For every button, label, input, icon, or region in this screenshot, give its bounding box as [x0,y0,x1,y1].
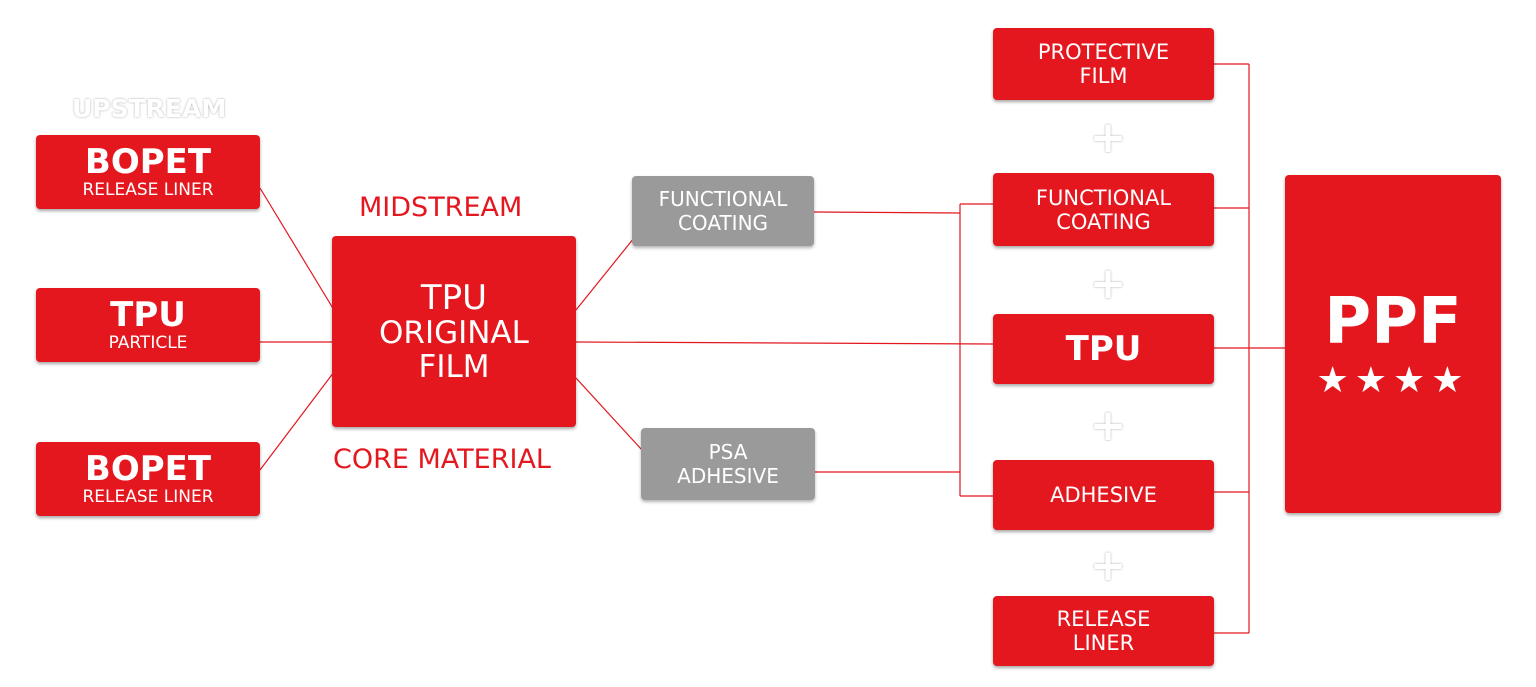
gray-coating-line-1: FUNCTIONAL [658,187,788,211]
psa-line-1: PSA [708,440,748,464]
plus-icon: + [1089,540,1127,591]
plus-icon: + [1089,112,1127,163]
tpu-particle-box: TPU PARTICLE [36,288,260,362]
core-material-caption: CORE MATERIAL [333,444,551,475]
ppf-product-box: PPF ★★★★ [1285,175,1501,513]
midstream-heading: MIDSTREAM [359,192,523,223]
bopet-bottom-subtitle: RELEASE LINER [82,487,214,507]
protective-film-box: PROTECTIVE FILM [993,28,1214,100]
core-line-1: TPU [420,277,488,318]
functional-coating-gray-box: FUNCTIONAL COATING [632,176,814,246]
bopet-top-title: BOPET [84,142,212,182]
bopet-release-liner-top-box: BOPET RELEASE LINER [36,135,260,209]
upstream-heading: UPSTREAM [72,94,227,123]
bopet-top-subtitle: RELEASE LINER [82,180,214,200]
release-liner-line-2: LINER [1072,631,1135,655]
release-liner-layer-box: RELEASE LINER [993,596,1214,666]
protective-line-2: FILM [1079,64,1128,88]
bopet-release-liner-bottom-box: BOPET RELEASE LINER [36,442,260,516]
gray-coating-line-2: COATING [677,211,769,235]
layer-coating-line-1: FUNCTIONAL [1035,185,1172,210]
psa-adhesive-gray-box: PSA ADHESIVE [641,428,815,500]
tpu-layer-label: TPU [1065,329,1142,369]
protective-line-1: PROTECTIVE [1037,40,1170,64]
ppf-title: PPF [1324,285,1462,359]
adhesive-layer-label: ADHESIVE [1050,483,1157,507]
release-liner-line-1: RELEASE [1056,607,1151,631]
tpu-particle-subtitle: PARTICLE [108,333,188,353]
layer-coating-line-2: COATING [1056,209,1151,234]
adhesive-layer-box: ADHESIVE [993,460,1214,530]
plus-icon: + [1089,258,1127,309]
functional-coating-layer-box: FUNCTIONAL COATING [993,173,1214,246]
tpu-layer-box: TPU [993,314,1214,384]
tpu-particle-title: TPU [110,295,186,335]
tpu-original-film-box: TPU ORIGINAL FILM [332,236,576,427]
psa-line-2: ADHESIVE [677,464,779,488]
plus-icon: + [1089,400,1127,451]
bopet-bottom-title: BOPET [84,449,212,489]
star-icon: ★★★★ [1316,360,1470,401]
core-line-3: FILM [418,348,490,385]
core-line-2: ORIGINAL [379,314,529,351]
